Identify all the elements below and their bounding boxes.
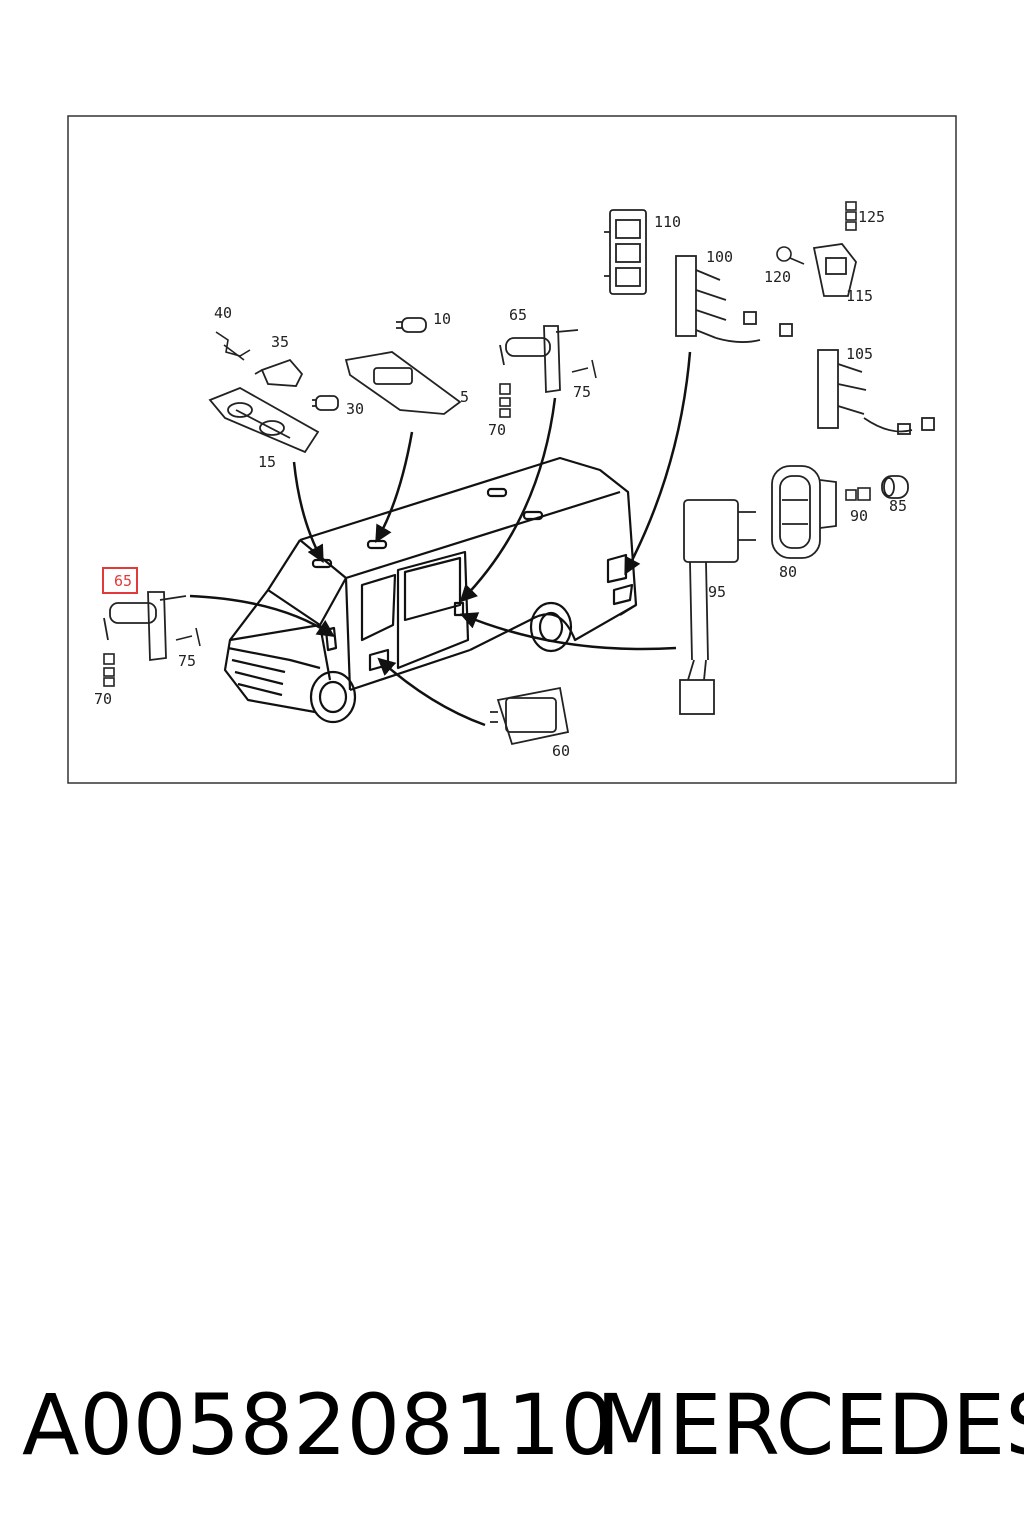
- part-70-clip-lower: [103, 653, 115, 687]
- part-labels: 40 35 30 15 10 5 65 75 70 110 100 125 12…: [94, 208, 907, 760]
- part-75-screw-lower: [175, 627, 201, 647]
- label-40: 40: [214, 304, 232, 322]
- label-60: 60: [552, 742, 570, 760]
- part-115-switch-bracket: [812, 243, 857, 297]
- part-105-relay-bank: [817, 349, 935, 435]
- label-125: 125: [858, 208, 885, 226]
- leader-arrows: [189, 351, 692, 727]
- label-80: 80: [779, 563, 797, 581]
- label-75-lower: 75: [178, 652, 196, 670]
- part-110-switch-panel: [604, 209, 647, 295]
- part-40-terminal: [215, 331, 251, 361]
- label-30: 30: [346, 400, 364, 418]
- label-85: 85: [889, 497, 907, 515]
- parts-diagram: 40 35 30 15 10 5 65 75 70 110 100 125 12…: [67, 115, 957, 784]
- part-125-fuse: [845, 201, 857, 231]
- label-35: 35: [271, 333, 289, 351]
- label-115: 115: [846, 287, 873, 305]
- label-120: 120: [764, 268, 791, 286]
- label-75-upper: 75: [573, 383, 591, 401]
- part-5-interior-lamp: [344, 351, 462, 415]
- part-120-screw: [776, 246, 805, 265]
- part-10-bulb: [396, 317, 427, 333]
- part-95-switch-harness: [679, 499, 756, 715]
- label-10: 10: [433, 310, 451, 328]
- part-60-lamp-unit: [490, 686, 570, 746]
- caption: A0058208110 MERCEDES: [0, 1370, 1024, 1480]
- label-5: 5: [460, 388, 469, 406]
- part-30-bulb: [312, 395, 339, 411]
- brand-name: MERCEDES: [596, 1376, 1024, 1474]
- label-15: 15: [258, 453, 276, 471]
- label-105: 105: [846, 345, 873, 363]
- label-95: 95: [708, 583, 726, 601]
- label-65-lower-highlighted: 65: [114, 572, 132, 590]
- diagram-frame: [67, 115, 957, 784]
- label-110: 110: [654, 213, 681, 231]
- part-15-dome-lamp: [208, 387, 320, 454]
- label-65-upper: 65: [509, 306, 527, 324]
- part-35-connector: [254, 358, 304, 387]
- label-70-lower: 70: [94, 690, 112, 708]
- part-70-clip-upper: [499, 383, 511, 418]
- part-number: A0058208110: [22, 1376, 614, 1474]
- label-90: 90: [850, 507, 868, 525]
- part-80-switch-unit: [771, 465, 837, 559]
- part-65-switch-upper: [499, 325, 579, 394]
- part-100-relay-bank: [675, 255, 793, 343]
- label-70-upper: 70: [488, 421, 506, 439]
- part-75-screw-upper: [571, 359, 597, 379]
- part-85-cap: [881, 475, 909, 499]
- part-65-switch-lower: [103, 591, 187, 662]
- part-90-terminal: [845, 487, 871, 501]
- highlight-box: [102, 567, 138, 594]
- label-100: 100: [706, 248, 733, 266]
